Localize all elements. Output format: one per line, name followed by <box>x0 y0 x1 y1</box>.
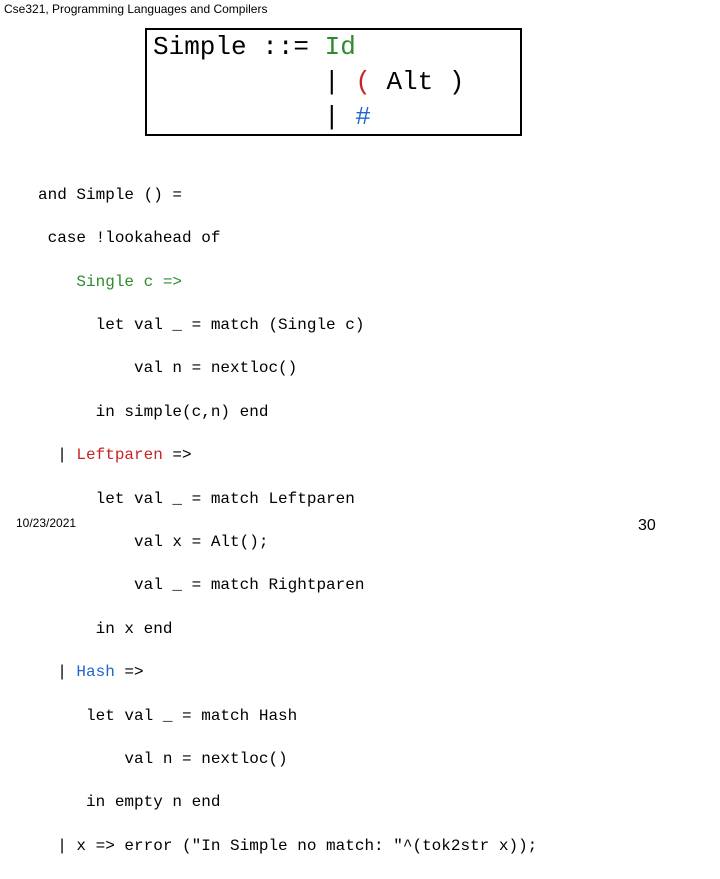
slide-header: Cse321, Programming Languages and Compil… <box>4 2 268 16</box>
arrow: => <box>114 663 144 682</box>
code-line-2: case !lookahead of <box>38 229 221 248</box>
page-number: 30 <box>638 517 656 534</box>
code-line-13: let val _ = match Hash <box>38 706 298 725</box>
grammar-open-paren: ( <box>355 67 387 97</box>
grammar-alt: Alt <box>386 67 449 97</box>
grammar-id: Id <box>324 32 356 62</box>
leftparen-keyword: Leftparen <box>76 446 163 465</box>
code-line-8: let val _ = match Leftparen <box>38 489 355 508</box>
footer-date: 10/23/2021 <box>16 516 77 530</box>
case-bar: | <box>38 446 77 465</box>
hash-keyword: Hash <box>76 663 115 682</box>
code-line-7: | Leftparen => <box>38 445 537 467</box>
code-line-3: Single c => <box>38 272 183 291</box>
grammar-box: Simple ::= Id | ( Alt ) | # <box>145 28 522 136</box>
grammar-close-paren: ) <box>448 67 465 97</box>
code-line-6: in simple(c,n) end <box>38 402 269 421</box>
grammar-bar-2: | <box>324 67 356 97</box>
arrow: => <box>162 446 192 465</box>
grammar-hash: # <box>355 102 371 132</box>
code-line-15: in empty n end <box>38 793 221 812</box>
grammar-lhs: Simple ::= <box>153 32 325 62</box>
code-block: and Simple () = case !lookahead of Singl… <box>38 163 537 879</box>
code-line-16: | x => error ("In Simple no match: "^(to… <box>38 836 538 855</box>
code-line-11: in x end <box>38 619 173 638</box>
grammar-line-1: Simple ::= Id <box>153 30 356 65</box>
grammar-line-3: | # <box>153 100 371 135</box>
case-bar: | <box>38 663 77 682</box>
code-line-14: val n = nextloc() <box>38 749 288 768</box>
code-line-10: val _ = match Rightparen <box>38 576 365 595</box>
grammar-line-2: | ( Alt ) <box>153 65 464 100</box>
code-line-4: let val _ = match (Single c) <box>38 315 365 334</box>
code-line-9: val x = Alt(); <box>38 532 269 551</box>
grammar-bar-3: | <box>324 102 356 132</box>
code-line-12: | Hash => <box>38 662 537 684</box>
code-line-1: and Simple () = <box>38 185 183 204</box>
code-line-5: val n = nextloc() <box>38 359 298 378</box>
